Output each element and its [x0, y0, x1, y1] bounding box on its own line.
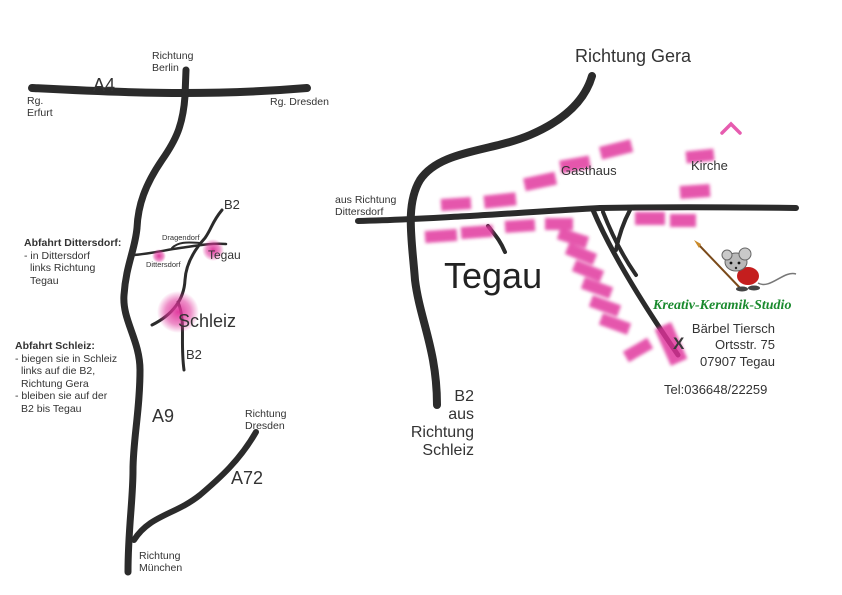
- studio-name: Kreativ-Keramik-Studio: [653, 298, 792, 313]
- label-b2-top: B2: [224, 197, 240, 212]
- label-rg-dresden: Rg. Dresden: [270, 96, 329, 108]
- label-richtung-dresden-line1: Richtung: [245, 408, 287, 420]
- label-richtung-gera: Richtung Gera: [575, 46, 692, 66]
- building-11: [460, 224, 494, 240]
- note-abfahrt-schleiz: Abfahrt Schleiz: - biegen sie in Schleiz…: [15, 340, 117, 416]
- building-14: [556, 227, 590, 249]
- label-b2-bottom: B2: [186, 347, 202, 362]
- label-schleiz: Schleiz: [178, 311, 237, 331]
- label-rg-erfurt-line1: Rg.: [27, 95, 44, 107]
- studio-marker-x: X: [673, 334, 685, 353]
- road-main-street: [355, 204, 799, 224]
- label-aus-richtung-line1: aus Richtung: [335, 194, 397, 206]
- studio-building: [654, 322, 688, 366]
- building-10: [424, 228, 458, 244]
- building-6: [685, 148, 715, 164]
- note-schleiz-line: Richtung Gera: [21, 377, 89, 390]
- road-berlin-spur: [181, 66, 190, 100]
- studio-street: Ortsstr. 75: [715, 337, 775, 353]
- label-richtung-muenchen-line2: München: [139, 561, 183, 574]
- label-aus-richtung-dittersdorf: aus Richtung Dittersdorf: [335, 194, 397, 219]
- label-richtung-berlin: Richtung Berlin: [152, 50, 194, 75]
- building-18: [588, 295, 622, 317]
- note-dittersdorf-line: Tegau: [30, 274, 59, 287]
- right-map-roads: [355, 72, 799, 409]
- building-2: [483, 192, 517, 209]
- tegau-highlight: [202, 239, 224, 261]
- building-19: [598, 313, 632, 335]
- road-branch-2: [614, 208, 632, 252]
- label-gasthaus: Gasthaus: [561, 163, 617, 178]
- note-schleiz-line: links auf die B2,: [21, 365, 96, 378]
- building-12: [504, 218, 536, 234]
- note-abfahrt-dittersdorf: Abfahrt Dittersdorf: - in Dittersdorf li…: [24, 237, 121, 287]
- label-rg-erfurt: Rg. Erfurt: [27, 95, 53, 120]
- studio-owner: Bärbel Tiersch: [691, 321, 775, 336]
- label-richtung-muenchen: Richtung München: [139, 550, 183, 575]
- road-a4: [28, 84, 311, 98]
- road-a9: [120, 92, 189, 576]
- label-tegau-large: Tegau: [444, 255, 543, 296]
- label-a72: A72: [231, 468, 264, 488]
- building-20: [622, 337, 654, 363]
- studio-phone: Tel:036648/22259: [664, 382, 768, 397]
- label-richtung-dresden: Richtung Dresden: [245, 408, 287, 433]
- note-schleiz-line: B2 bis Tegau: [21, 402, 82, 415]
- building-16: [571, 259, 605, 283]
- studio-city: 07907 Tegau: [700, 353, 775, 369]
- label-a4: A4: [93, 75, 116, 95]
- label-richtung-berlin-line2: Berlin: [152, 61, 179, 74]
- building-8: [635, 212, 665, 225]
- building-17: [580, 277, 614, 299]
- label-b2-line2: aus: [448, 405, 474, 423]
- label-b2-line4: Schleiz: [422, 441, 474, 459]
- label-richtung-dresden-line2: Dresden: [245, 419, 285, 432]
- building-13: [545, 218, 573, 230]
- dittersdorf-highlight: [152, 249, 166, 263]
- building-3: [523, 171, 558, 192]
- left-map-highlights: [152, 239, 224, 333]
- right-map-buildings: [424, 139, 715, 366]
- road-a72: [131, 429, 259, 543]
- building-7: [679, 183, 711, 200]
- note-schleiz-heading: Abfahrt Schleiz:: [15, 340, 95, 352]
- building-15: [564, 242, 598, 266]
- note-dittersdorf-heading: Abfahrt Dittersdorf:: [24, 237, 122, 249]
- building-1: [440, 196, 472, 212]
- road-dragendorf: [171, 241, 201, 249]
- label-richtung-muenchen-line1: Richtung: [139, 550, 181, 562]
- building-4: [559, 155, 591, 174]
- label-rg-erfurt-line2: Erfurt: [27, 106, 53, 119]
- note-schleiz-line: - biegen sie in Schleiz: [15, 352, 118, 365]
- label-a9: A9: [152, 406, 175, 426]
- label-tegau-small: Tegau: [208, 248, 241, 262]
- church-roof: [720, 121, 742, 135]
- mouse-mascot-icon: [694, 240, 797, 292]
- note-schleiz-line: - bleiben sie auf der: [15, 390, 108, 403]
- label-aus-richtung-line2: Dittersdorf: [335, 205, 384, 218]
- building-9: [670, 214, 696, 227]
- label-dragendorf: Dragendorf: [162, 233, 200, 242]
- label-b2-aus-richtung-schleiz: B2 aus Richtung Schleiz: [386, 388, 474, 460]
- label-richtung-berlin-line1: Richtung: [152, 50, 194, 62]
- label-kirche: Kirche: [691, 158, 728, 173]
- label-b2-line3: Richtung: [410, 423, 474, 441]
- schleiz-highlight: [157, 291, 199, 333]
- label-dittersdorf: Dittersdorf: [146, 260, 181, 269]
- road-b2-through: [406, 72, 596, 409]
- building-5: [599, 139, 634, 160]
- note-dittersdorf-line: - in Dittersdorf: [24, 249, 90, 262]
- studio-address: Bärbel Tiersch Ortsstr. 75 07907 Tegau: [664, 321, 775, 370]
- note-dittersdorf-line: links Richtung: [30, 262, 96, 275]
- label-b2-line1: B2: [454, 388, 474, 405]
